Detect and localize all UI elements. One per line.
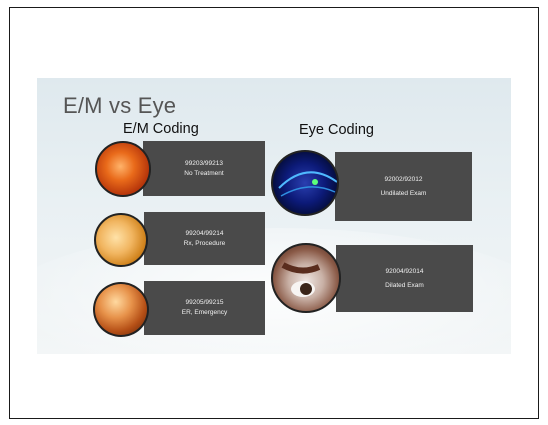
em-code-box: 99203/99213 No Treatment <box>143 141 265 196</box>
em-code-box: 99205/99215 ER, Emergency <box>144 281 265 335</box>
em-label: No Treatment <box>184 169 224 177</box>
eye-label: Dilated Exam <box>385 281 424 289</box>
retina-photo-icon <box>94 213 148 267</box>
slide-title: E/M vs Eye <box>63 93 177 118</box>
em-label: ER, Emergency <box>181 309 228 316</box>
em-code-box: 99204/99214 Rx, Procedure <box>144 212 265 265</box>
eye-exam-photo-icon <box>271 243 341 313</box>
eye-code: 92002/92012 <box>384 175 423 183</box>
eye-scan-icon <box>271 150 339 216</box>
em-code: 99205/99215 <box>185 299 224 306</box>
em-coding-heading: E/M Coding <box>123 121 199 137</box>
eye-code-box: 92004/92014 Dilated Exam <box>336 245 473 312</box>
eye-scan-icon <box>278 171 337 197</box>
em-label: Rx, Procedure <box>183 239 226 247</box>
eye-code: 92004/92014 <box>385 267 424 275</box>
eye-exam-photo-icon <box>281 262 321 297</box>
eye-label: Undilated Exam <box>380 189 427 197</box>
eye-coding-heading: Eye Coding <box>299 122 374 138</box>
em-code: 99204/99214 <box>185 229 224 237</box>
eye-code-box: 92002/92012 Undilated Exam <box>335 152 472 221</box>
em-code: 99203/99213 <box>185 159 223 167</box>
retina-photo-icon <box>93 282 149 337</box>
retina-photo-icon <box>95 141 151 197</box>
slide: E/M vs Eye E/M Coding Eye Coding 99203/9… <box>37 78 511 354</box>
